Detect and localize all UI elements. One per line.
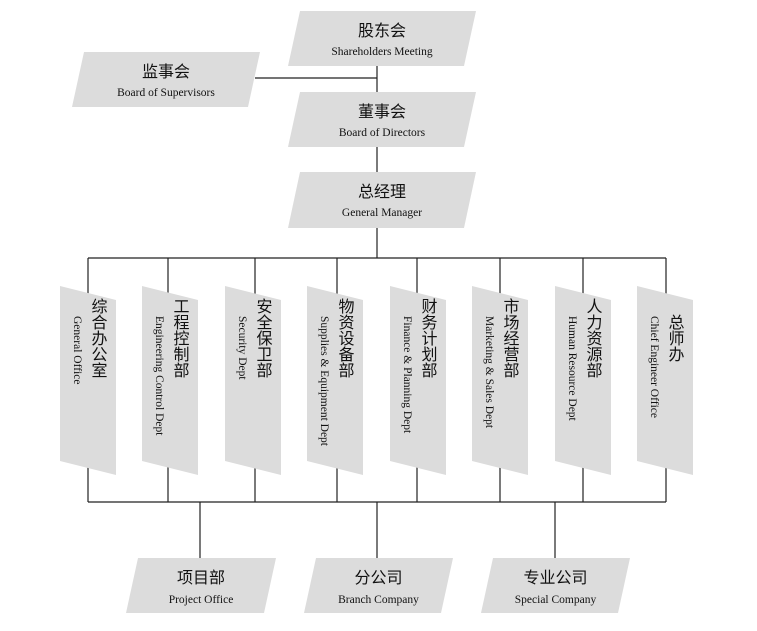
dept-box-1: 工程控制部 Engineering Control Dept xyxy=(142,286,198,475)
box-supervisors-en: Board of Supervisors xyxy=(117,87,215,99)
bottom-2-zh: 专业公司 xyxy=(523,569,587,587)
box-shareholders-shape xyxy=(288,11,476,66)
box-directors-shape xyxy=(288,92,476,147)
box-supervisors: 监事会 Board of Supervisors xyxy=(72,52,260,107)
dept-box-5: 市场经营部 Marketing & Sales Dept xyxy=(472,286,528,475)
box-manager-shape xyxy=(288,172,476,228)
box-supervisors-zh: 监事会 xyxy=(142,63,190,81)
bottom-box-2: 专业公司 Special Company xyxy=(481,558,630,613)
bottom-box-2-shape xyxy=(481,558,630,613)
dept-3-en: Supplies & Equipment Dept xyxy=(318,316,330,447)
bottom-1-zh: 分公司 xyxy=(354,569,402,587)
box-manager-en: General Manager xyxy=(342,207,422,219)
dept-box-4-shape xyxy=(390,286,446,475)
dept-box-3-shape xyxy=(307,286,363,475)
dept-5-en: Marketing & Sales Dept xyxy=(483,316,495,429)
box-manager: 总经理 General Manager xyxy=(288,172,476,228)
dept-box-0-shape xyxy=(60,286,116,475)
org-boxes: 股东会 Shareholders Meeting 监事会 Board of Super… xyxy=(60,11,693,613)
dept-box-6-shape xyxy=(555,286,611,475)
dept-3-zh: 物资设备部 xyxy=(336,298,355,378)
box-shareholders: 股东会 Shareholders Meeting xyxy=(288,11,476,66)
dept-4-zh: 财务计划部 xyxy=(419,298,438,378)
dept-box-1-shape xyxy=(142,286,198,475)
box-manager-zh: 总经理 xyxy=(358,183,406,201)
box-directors-zh: 董事会 xyxy=(358,103,406,121)
bottom-box-0-shape xyxy=(126,558,276,613)
dept-0-en: General Office xyxy=(71,316,83,384)
bottom-0-en: Project Office xyxy=(169,594,234,606)
dept-box-2-shape xyxy=(225,286,281,475)
dept-box-5-shape xyxy=(472,286,528,475)
dept-box-0: 综合办公室 General Office xyxy=(60,286,116,475)
dept-6-en: Human Resource Dept xyxy=(566,316,578,422)
dept-2-en: Security Dept xyxy=(236,316,248,380)
dept-2-zh: 安全保卫部 xyxy=(254,298,273,378)
dept-box-6: 人力资源部 Human Resource Dept xyxy=(555,286,611,475)
bottom-box-1: 分公司 Branch Company xyxy=(304,558,453,613)
dept-1-zh: 工程控制部 xyxy=(171,298,190,378)
dept-4-en: Finance & Planning Dept xyxy=(401,316,413,434)
dept-box-4: 财务计划部 Finance & Planning Dept xyxy=(390,286,446,475)
bottom-2-en: Special Company xyxy=(515,594,597,606)
box-directors: 董事会 Board of Directors xyxy=(288,92,476,147)
dept-box-7: 总师办 Chief Engineer Office xyxy=(637,286,693,475)
bottom-0-zh: 项目部 xyxy=(177,569,225,587)
dept-7-zh: 总师办 xyxy=(666,314,685,362)
dept-7-en: Chief Engineer Office xyxy=(648,316,660,418)
bottom-box-0: 项目部 Project Office xyxy=(126,558,276,613)
dept-box-3: 物资设备部 Supplies & Equipment Dept xyxy=(307,286,363,475)
dept-box-7-shape xyxy=(637,286,693,475)
bottom-box-1-shape xyxy=(304,558,453,613)
dept-5-zh: 市场经营部 xyxy=(501,298,520,378)
box-supervisors-shape xyxy=(72,52,260,107)
box-shareholders-en: Shareholders Meeting xyxy=(331,46,432,58)
dept-6-zh: 人力资源部 xyxy=(584,298,603,378)
box-shareholders-zh: 股东会 xyxy=(358,22,406,40)
box-directors-en: Board of Directors xyxy=(339,127,426,139)
dept-0-zh: 综合办公室 xyxy=(89,298,108,378)
bottom-1-en: Branch Company xyxy=(338,594,419,606)
dept-box-2: 安全保卫部 Security Dept xyxy=(225,286,281,475)
dept-1-en: Engineering Control Dept xyxy=(153,316,165,436)
